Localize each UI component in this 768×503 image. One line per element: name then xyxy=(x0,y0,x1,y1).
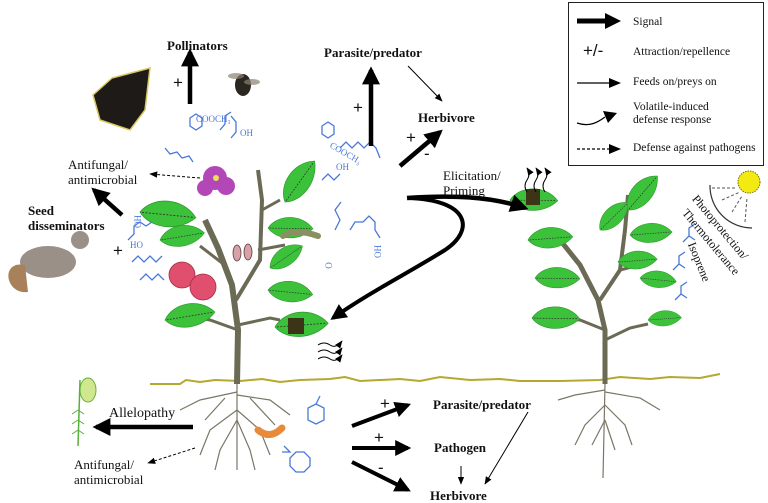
bee-icon xyxy=(228,73,260,96)
bud-icon xyxy=(243,243,253,261)
wavy-arrow xyxy=(317,347,343,356)
right-plant xyxy=(508,169,682,479)
sign-pollinator: + xyxy=(173,73,183,92)
sign-below-pathogen: + xyxy=(374,428,384,447)
seed-line2: disseminators xyxy=(28,218,105,233)
signal-arrow-return xyxy=(330,196,465,320)
wavy-arrow xyxy=(317,354,343,363)
dashed-arrow-antifungal-top xyxy=(149,171,201,179)
flower-icon xyxy=(197,166,235,196)
legend-label: Feeds on/preys on xyxy=(633,76,717,88)
signal-arrow-below-parasite xyxy=(351,402,411,428)
below-pathogen-label: Pathogen xyxy=(434,440,486,455)
below-herbivore-label: Herbivore xyxy=(430,488,487,503)
arrows xyxy=(91,48,552,492)
thick-arrow-icon xyxy=(577,13,621,29)
damage-patch xyxy=(288,318,304,334)
dashed-arrow-icon xyxy=(577,144,621,154)
antifungal-line2: antimicrobial xyxy=(74,472,144,487)
legend-item-pathogens: Defense against pathogens xyxy=(569,137,763,165)
antifungal-label-top: Antifungal/antimicrobial xyxy=(68,157,137,187)
elicitation-line1: Elicitation/ xyxy=(443,168,501,183)
legend-label: Attraction/repellence xyxy=(633,46,731,58)
wavy-arrow xyxy=(533,167,543,193)
chem-label: COOCH₃ xyxy=(196,114,231,124)
legend-item-signal: Signal xyxy=(569,7,763,35)
plus-minus-icon: +/- xyxy=(583,41,604,60)
legend-label: Defense against pathogens xyxy=(633,142,756,154)
pollinators-label: Pollinators xyxy=(167,38,228,53)
squirrel-icon xyxy=(8,231,89,293)
chem-label: OH xyxy=(336,162,349,172)
sign-parasite: + xyxy=(353,98,363,117)
chemical-structures xyxy=(127,111,696,473)
sign-herbivore-plus: + xyxy=(406,128,416,147)
antifungal-line1: Antifungal/ xyxy=(74,457,134,472)
chem-label: OH xyxy=(240,128,253,138)
left-roots xyxy=(179,384,291,471)
allelopathy-label: Allelopathy xyxy=(109,406,176,421)
butterfly-icon xyxy=(92,66,151,131)
dashed-arrow-antifungal-bottom xyxy=(147,447,196,464)
left-plant xyxy=(137,153,329,471)
legend-label: Signal xyxy=(633,16,663,28)
signal-arrow-herbivore xyxy=(398,129,443,168)
sign-herbivore-minus: - xyxy=(424,144,430,163)
below-parasite-predator-label: Parasite/predator xyxy=(433,397,531,412)
right-roots xyxy=(557,383,661,479)
sign-below-herbivore: - xyxy=(378,458,384,477)
soil-line xyxy=(150,373,721,385)
seedling-icon xyxy=(71,377,97,447)
thin-arrow-icon xyxy=(577,78,621,88)
legend: Signal +/- Attraction/repellence Feeds o… xyxy=(568,2,764,166)
caterpillar-icon xyxy=(280,229,321,239)
seed-line1: Seed xyxy=(28,203,54,218)
sun-icon xyxy=(709,170,761,229)
herbivore-label: Herbivore xyxy=(418,110,475,125)
bud-icon xyxy=(232,244,242,262)
feeds-arrow-below-parasite-herbivore xyxy=(484,411,529,485)
sign-below-parasite: + xyxy=(380,394,390,413)
chem-label: HO xyxy=(130,240,143,250)
wavy-arrow xyxy=(524,167,534,193)
antifungal-line1: Antifungal/ xyxy=(68,157,128,172)
antifungal-label-bottom: Antifungal/antimicrobial xyxy=(74,457,143,487)
legend-item-attraction: +/- Attraction/repellence xyxy=(569,39,763,67)
chem-label: O xyxy=(323,262,334,269)
legend-label-line1: Volatile-induced xyxy=(633,101,709,113)
raspberry-icon xyxy=(168,261,217,301)
chem-label: OH xyxy=(133,215,143,228)
wavy-arrow xyxy=(542,167,552,193)
legend-label-line2: defense response xyxy=(633,114,712,126)
chem-label: OH xyxy=(373,245,383,258)
grub-icon xyxy=(254,424,286,438)
elicitation-line2: Priming xyxy=(443,183,485,198)
legend-item-feeds-on: Feeds on/preys on xyxy=(569,69,763,97)
elicitation-priming-label: Elicitation/Priming xyxy=(443,168,501,198)
signal-arrow-below-herbivore xyxy=(351,460,411,492)
parasite-predator-label: Parasite/predator xyxy=(324,45,422,60)
sign-seed: + xyxy=(113,241,123,260)
wavy-arrow xyxy=(317,340,343,349)
signal-arrow-seed xyxy=(91,187,124,217)
wavy-arrow-icon xyxy=(576,111,617,126)
damage-patch xyxy=(526,189,540,205)
antifungal-line2: antimicrobial xyxy=(68,172,138,187)
feeds-arrow-parasite-herbivore xyxy=(407,65,443,102)
